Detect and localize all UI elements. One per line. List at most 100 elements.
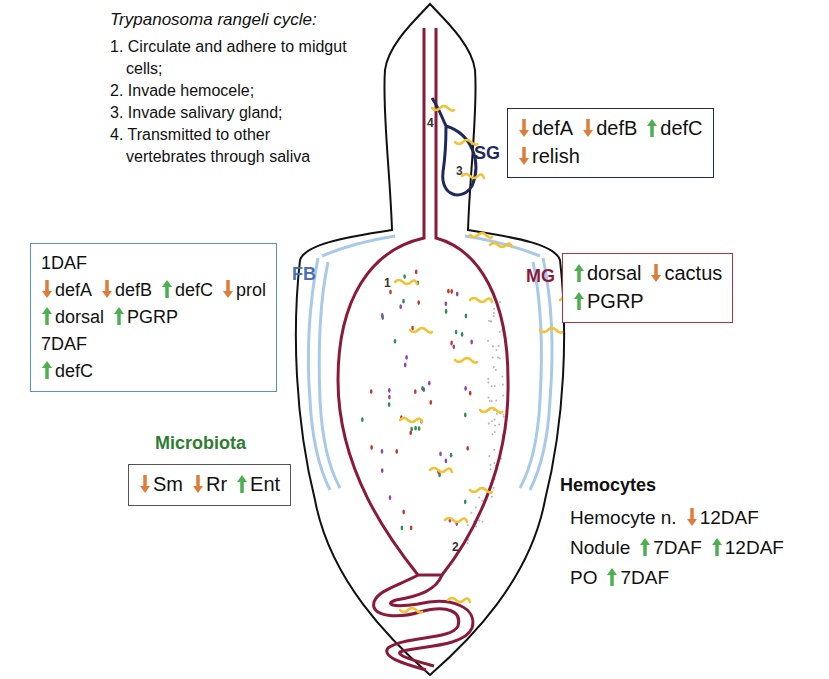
gene-item: PGRP <box>573 288 644 316</box>
up-arrow <box>573 263 585 283</box>
hemocyte-row: PO 7DAF <box>570 565 669 592</box>
salivary-gland <box>432 98 476 195</box>
gene-row: 7DAF <box>41 331 266 358</box>
up-arrow <box>161 279 173 299</box>
info-box: 1DAFdefAdefBdefCproldorsalPGRP7DAFdefCFB <box>30 243 277 392</box>
down-arrow <box>192 474 204 494</box>
down-arrow <box>518 118 530 138</box>
gene-row: 1DAF <box>41 250 266 277</box>
gene-label: 12DAF <box>725 537 784 558</box>
callout-number: 4 <box>427 112 434 134</box>
section-heading: Hemocytes <box>560 474 656 496</box>
callout-number: 2 <box>452 536 459 558</box>
hindgut <box>374 575 473 670</box>
gene-label: prol <box>236 280 266 300</box>
gene-item: Nodule <box>570 535 630 562</box>
callout-number: 3 <box>456 160 463 182</box>
gene-item: Ent <box>236 471 280 499</box>
gene-item: defA <box>41 277 92 304</box>
info-box: SmRrEntMicrobiota <box>128 464 291 506</box>
gene-label: defA <box>532 117 573 139</box>
gene-label: 7DAF <box>653 537 702 558</box>
cycle-step: 4. Transmitted to other vertebrates thro… <box>110 124 351 168</box>
gene-item: 7DAF <box>606 565 669 592</box>
midgut <box>338 28 508 575</box>
info-box: defAdefBdefCrelishSG <box>507 108 714 178</box>
box-heading: SG <box>474 143 500 164</box>
gene-item: PGRP <box>113 304 178 331</box>
up-arrow <box>41 360 53 380</box>
gene-label: PGRP <box>587 290 644 312</box>
cycle-step: 3. Invade salivary gland; <box>110 102 351 124</box>
gene-label: relish <box>532 145 580 167</box>
gene-item: defB <box>582 115 637 143</box>
info-box: dorsalcactusPGRPMG <box>562 253 733 323</box>
gene-item: PO <box>570 565 597 592</box>
gene-row: dorsal cactus <box>573 260 722 288</box>
gene-item: prol <box>222 277 266 304</box>
gene-label: 7DAF <box>620 567 669 588</box>
gene-item: defA <box>518 115 573 143</box>
gene-item: defC <box>646 115 702 143</box>
gene-label: Sm <box>153 473 183 495</box>
gene-item: 1DAF <box>41 250 87 277</box>
gene-item: relish <box>518 143 580 171</box>
hemocyte-row: Hemocyte n. 12DAF <box>570 505 759 532</box>
gene-label: PO <box>570 567 597 588</box>
gene-row: dorsal PGRP <box>41 304 266 331</box>
gene-row: Sm Rr Ent <box>139 471 280 499</box>
gene-label: PGRP <box>127 307 178 327</box>
gene-row: relish <box>518 143 703 171</box>
cycle-step: 2. Invade hemocele; <box>110 80 351 102</box>
gene-label: dorsal <box>55 307 104 327</box>
gene-label: Nodule <box>570 537 630 558</box>
down-arrow <box>101 279 113 299</box>
gene-item: defC <box>161 277 213 304</box>
gene-label: defB <box>596 117 637 139</box>
down-arrow <box>41 279 53 299</box>
gene-label: defB <box>115 280 152 300</box>
title: Trypanosoma rangeli cycle: <box>110 10 317 30</box>
gene-label: Ent <box>250 473 280 495</box>
gene-item: defC <box>41 358 93 385</box>
gene-row: defA defB defC prol <box>41 277 266 304</box>
gene-label: 7DAF <box>41 334 87 354</box>
down-arrow <box>582 118 594 138</box>
gene-item: 12DAF <box>711 535 784 562</box>
down-arrow <box>222 279 234 299</box>
gene-item: 12DAF <box>686 505 759 532</box>
gene-item: 7DAF <box>41 331 87 358</box>
gene-label: Rr <box>206 473 227 495</box>
gene-row: defC <box>41 358 266 385</box>
gene-item: cactus <box>650 260 722 288</box>
box-heading: MG <box>526 266 555 287</box>
up-arrow <box>639 537 651 557</box>
body-outline <box>296 4 564 675</box>
up-arrow <box>646 118 658 138</box>
hemocyte-row: Nodule 7DAF 12DAF <box>570 535 784 562</box>
up-arrow <box>41 306 53 326</box>
box-heading: FB <box>292 264 316 285</box>
cycle-step: 1. Circulate and adhere to midgut cells; <box>110 36 351 80</box>
gene-row: PGRP <box>573 288 722 316</box>
box-heading: Microbiota <box>155 433 246 454</box>
up-arrow <box>573 291 585 311</box>
gene-label: cactus <box>664 262 722 284</box>
down-arrow <box>686 507 698 527</box>
gene-label: 1DAF <box>41 253 87 273</box>
up-arrow <box>236 474 248 494</box>
up-arrow <box>711 537 723 557</box>
up-arrow <box>113 306 125 326</box>
gene-item: Sm <box>139 471 183 499</box>
fat-body <box>308 236 552 490</box>
gene-item: Hemocyte n. <box>570 505 677 532</box>
gene-label: defC <box>175 280 213 300</box>
gene-label: dorsal <box>587 262 641 284</box>
parasites <box>395 106 582 613</box>
gene-item: dorsal <box>41 304 104 331</box>
gene-label: defC <box>660 117 702 139</box>
gene-item: dorsal <box>573 260 641 288</box>
up-arrow <box>606 567 618 587</box>
gene-label: 12DAF <box>700 507 759 528</box>
gene-row: defA defB defC <box>518 115 703 143</box>
